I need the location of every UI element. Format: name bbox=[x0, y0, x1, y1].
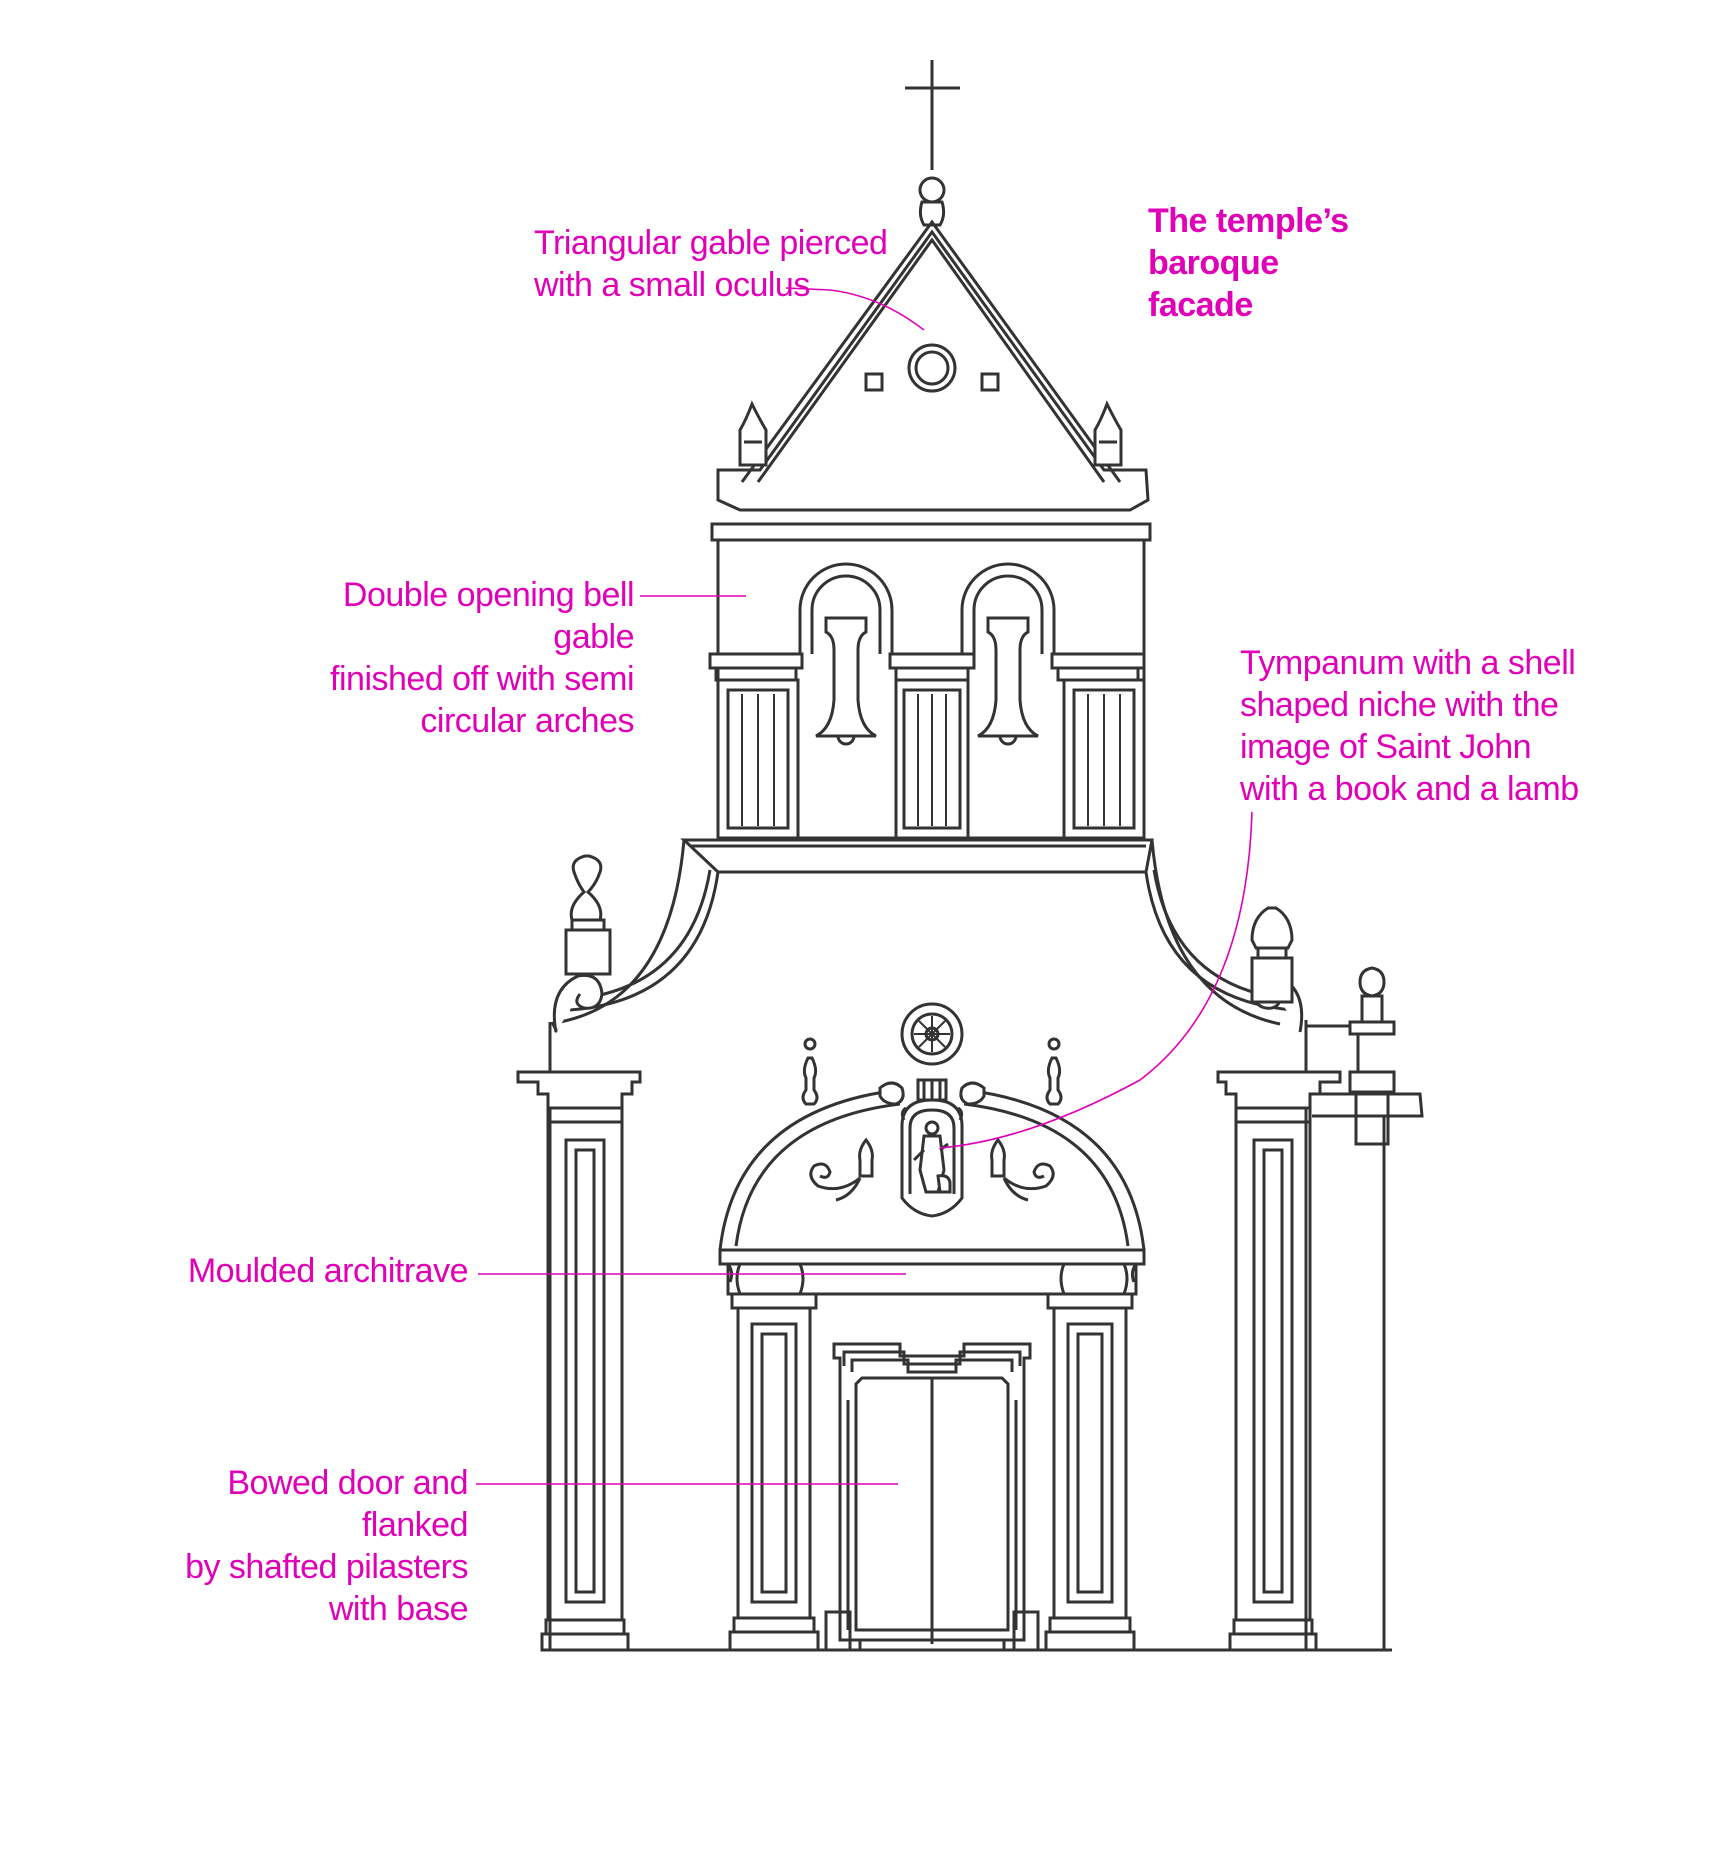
tympanum bbox=[718, 1002, 1146, 1266]
bell-gable-annotation: Double opening bell gable finished off w… bbox=[330, 576, 634, 740]
gable-annotation: Triangular gable pierced with a small oc… bbox=[534, 224, 888, 304]
cross bbox=[905, 60, 960, 170]
tympanum-annotation: Tympanum with a shell shaped niche with … bbox=[1240, 644, 1579, 808]
door-pilasters bbox=[728, 1292, 1136, 1652]
door bbox=[824, 1342, 1040, 1652]
gable-leader bbox=[785, 287, 925, 331]
gable-finials bbox=[738, 400, 1123, 467]
top-finial bbox=[918, 176, 946, 227]
right-pilaster bbox=[1216, 1070, 1342, 1652]
architrave bbox=[726, 1262, 1138, 1296]
bells bbox=[815, 616, 1039, 746]
architrave-annotation: Moulded architrave bbox=[187, 1252, 469, 1290]
bell-gable bbox=[708, 522, 1152, 840]
tympanum-leader bbox=[939, 811, 1253, 1149]
triangular-gable bbox=[716, 219, 1150, 512]
left-pilaster bbox=[516, 1070, 642, 1652]
door-annotation: Bowed door and flanked by shafted pilast… bbox=[185, 1464, 468, 1628]
side-finials bbox=[564, 854, 1294, 1004]
leader-lines bbox=[476, 287, 1253, 1485]
diagram-title: The temple’s baroque facade bbox=[1148, 202, 1349, 324]
